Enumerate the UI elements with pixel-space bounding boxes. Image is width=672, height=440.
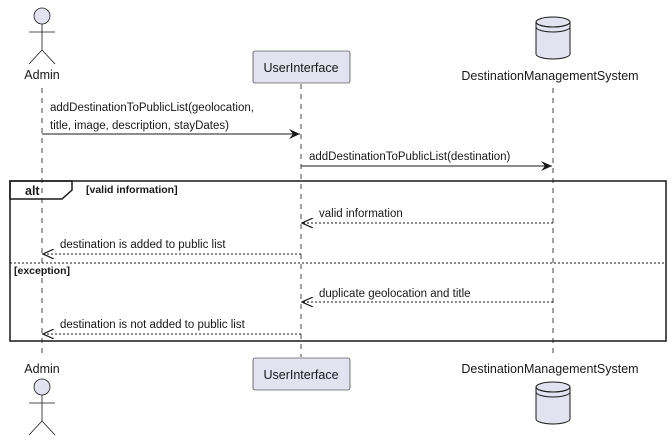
alt-keyword: alt <box>25 184 40 198</box>
admin-actor-icon-top <box>28 7 56 65</box>
ui-participant-bottom <box>252 357 351 391</box>
alt-guard-2: [exception] <box>14 265 70 277</box>
message-1-line2: title, image, description, stayDates) <box>50 120 229 132</box>
admin-label-bottom: Admin <box>24 362 59 376</box>
message-6-label: destination is not added to public list <box>60 319 246 331</box>
admin-label-top: Admin <box>24 68 59 82</box>
alt-fragment <box>9 180 667 342</box>
message-3-label: valid information <box>319 208 403 220</box>
message-4-label: destination is added to public list <box>60 239 226 251</box>
database-icon-bottom <box>535 381 571 425</box>
ui-participant-top <box>252 50 351 84</box>
message-1-line1: addDestinationToPublicList(geolocation, <box>50 102 254 114</box>
alt-tab <box>9 180 73 200</box>
ui-label-bottom: UserInterface <box>263 368 338 382</box>
ui-label-top: UserInterface <box>263 61 338 75</box>
dms-label-bottom: DestinationManagementSystem <box>461 362 638 376</box>
alt-guard-1: [valid information] <box>86 184 178 196</box>
message-2-label: addDestinationToPublicList(destination) <box>309 151 511 163</box>
message-5-label: duplicate geolocation and title <box>319 288 471 300</box>
database-icon-top <box>535 16 571 60</box>
dms-label-top: DestinationManagementSystem <box>461 69 638 83</box>
admin-actor-icon-bottom <box>28 378 56 436</box>
